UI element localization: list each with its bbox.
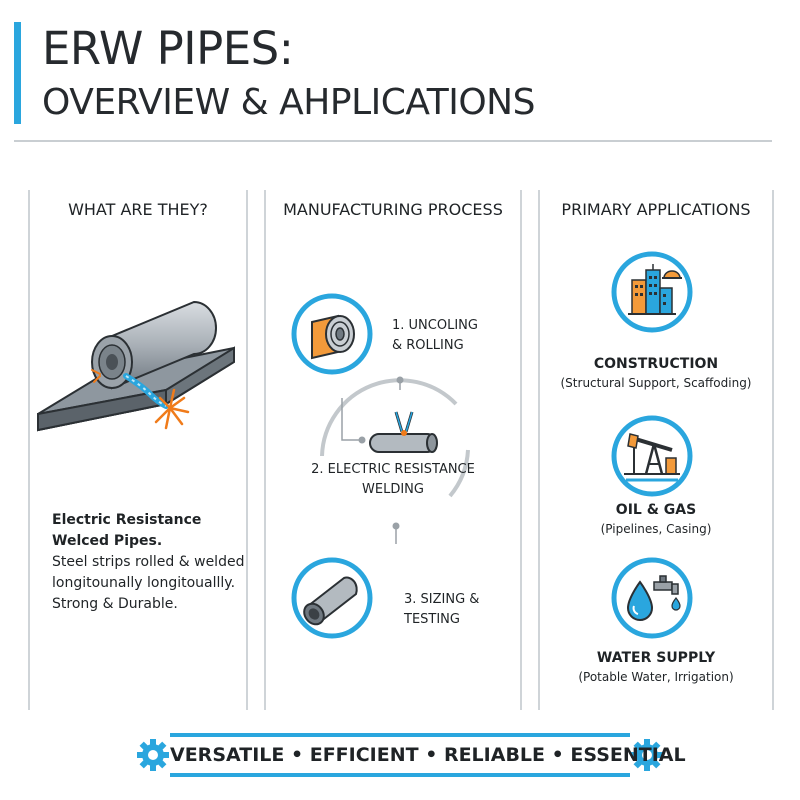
title-accent-bar xyxy=(14,22,21,124)
pipe-icon xyxy=(291,557,373,639)
heading-primary-applications: PRIMARY APPLICATIONS xyxy=(561,200,751,219)
step-2-label: 2. ELECTRIC RESISTANCE WELDING xyxy=(266,460,520,500)
oil-pump-jack-icon xyxy=(611,415,693,497)
app-water-supply-title: WATER SUPPLY xyxy=(596,650,716,666)
step-2-line2: WELDING xyxy=(362,482,424,497)
column-divider xyxy=(246,190,248,710)
erw-description: Electric Resistance Welced Pipes. Steel … xyxy=(52,510,252,615)
app-oil-gas-title: OIL & GAS xyxy=(615,502,697,518)
step-3-line2: TESTING xyxy=(404,612,460,627)
description-body: Steel strips rolled & welded longitounal… xyxy=(52,554,245,612)
heading-what-are-they: WHAT ARE THEY? xyxy=(68,200,208,219)
gear-icon xyxy=(137,739,169,771)
step-1-line2: & ROLLING xyxy=(392,338,464,353)
column-divider xyxy=(28,190,30,710)
welding-electrode-icon xyxy=(369,411,438,453)
description-title: Electric Resistance Welced Pipes. xyxy=(52,512,202,549)
column-divider xyxy=(538,190,540,710)
heading-manufacturing-process: MANUFACTURING PROCESS xyxy=(283,200,503,219)
header-divider xyxy=(14,140,772,142)
column-divider xyxy=(520,190,522,710)
app-construction-title: CONSTRUCTION xyxy=(593,356,719,372)
process-flow-connectors xyxy=(320,376,470,544)
gear-icon xyxy=(631,739,663,771)
step-3-line1: 3. SIZING & xyxy=(404,592,480,607)
steel-coil-welding-illustration xyxy=(37,300,235,432)
page-title: ERW PIPES: xyxy=(42,22,294,75)
coil-icon xyxy=(291,293,373,375)
page-subtitle: OVERVIEW & AHPLICATIONS xyxy=(42,82,535,123)
step-3-label: 3. SIZING & TESTING xyxy=(404,590,479,630)
buildings-helmet-icon xyxy=(611,251,693,333)
step-2-line1: 2. ELECTRIC RESISTANCE xyxy=(311,462,475,477)
column-divider xyxy=(264,190,266,710)
column-divider xyxy=(772,190,774,710)
tagline-banner xyxy=(170,733,630,777)
app-water-supply-subtitle: (Potable Water, Irrigation) xyxy=(578,670,734,684)
app-oil-gas-subtitle: (Pipelines, Casing) xyxy=(600,522,712,536)
step-1-line1: 1. UNCOLING xyxy=(392,318,478,333)
step-1-label: 1. UNCOLING & ROLLING xyxy=(392,316,478,356)
app-construction-subtitle: (Structural Support, Scaffoding) xyxy=(560,376,752,390)
water-faucet-drop-icon xyxy=(611,557,693,639)
tagline-text: VERSATILE • EFFICIENT • RELIABLE • ESSEN… xyxy=(170,744,686,766)
